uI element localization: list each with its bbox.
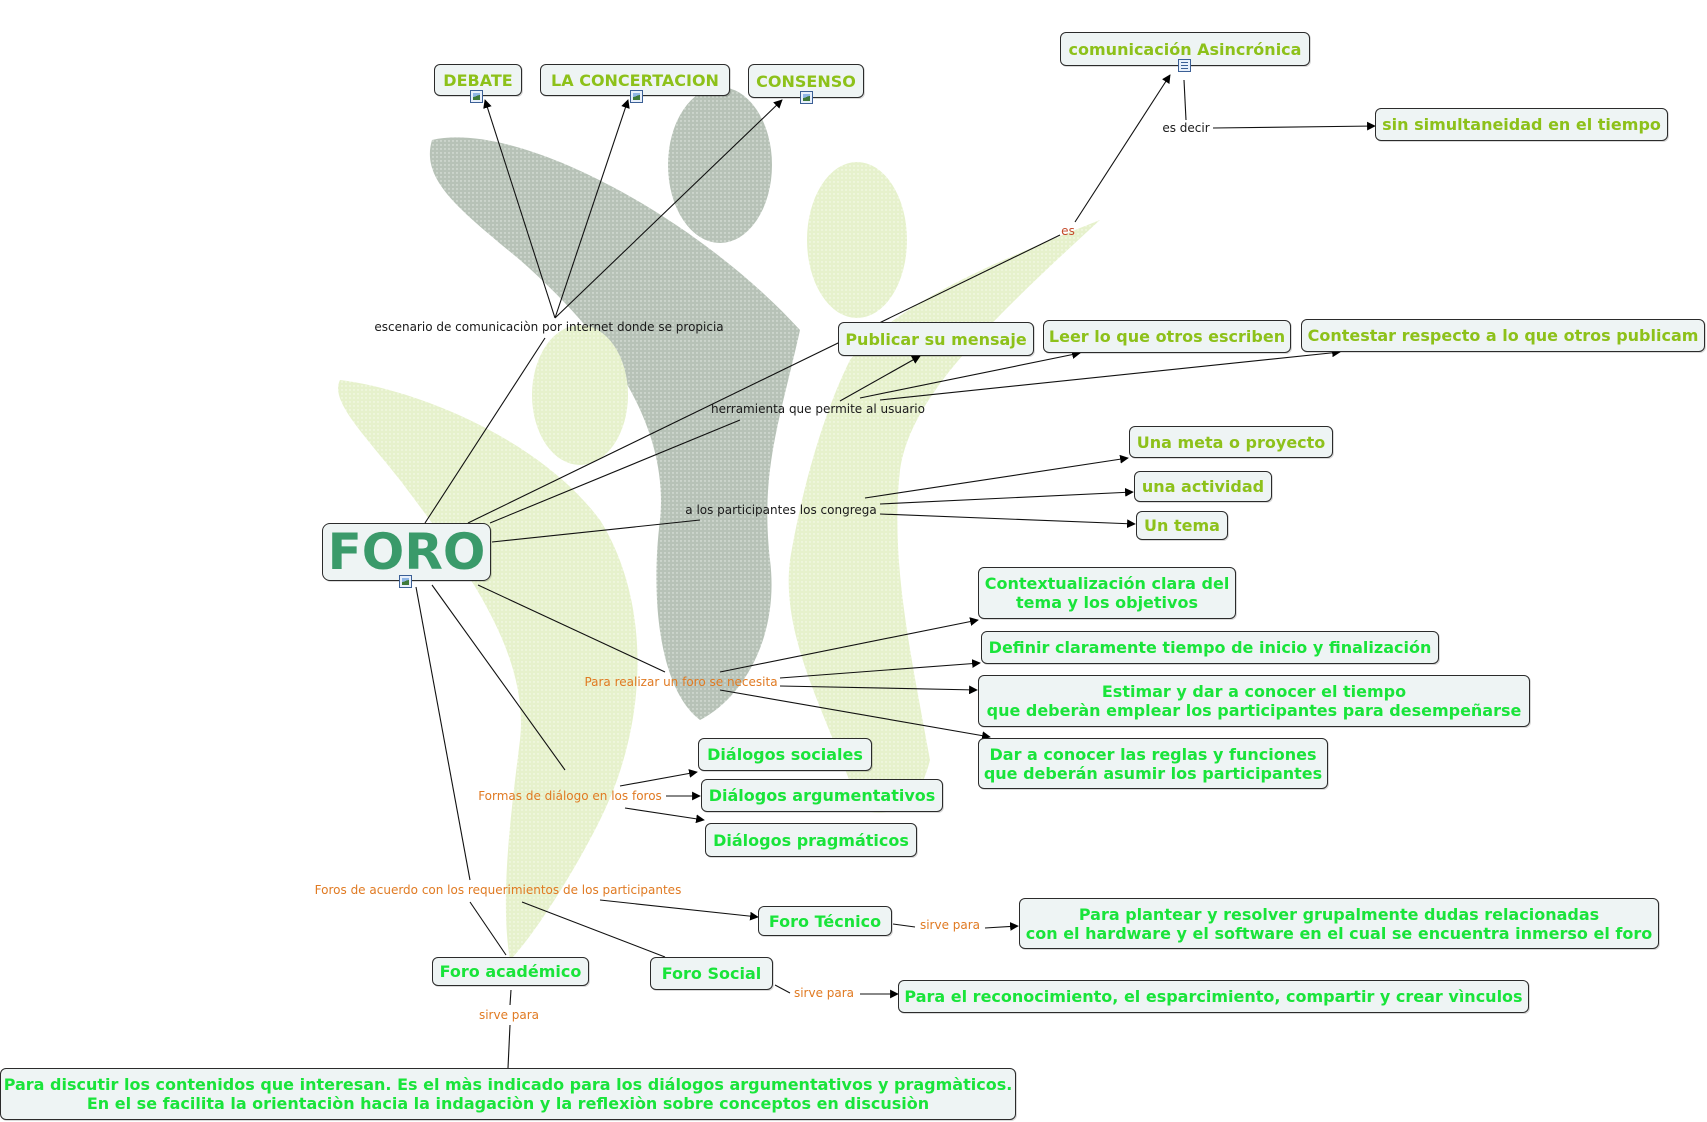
concept-dar-reglas[interactable]: Dar a conocer las reglas y funciones que… — [978, 738, 1328, 789]
link-es-asincronica — [1074, 74, 1171, 223]
image-icon[interactable] — [399, 575, 412, 588]
lime-figure-left-head — [532, 325, 628, 465]
concept-discutir-contenidos[interactable]: Para discutir los contenidos que interes… — [0, 1068, 1016, 1120]
concept-estimar-tiempo[interactable]: Estimar y dar a conocer el tiempo que de… — [978, 675, 1530, 727]
concept-leer-otros[interactable]: Leer lo que otros escriben — [1043, 320, 1291, 353]
link-pararealizar-definir — [779, 659, 981, 679]
lime-figure-right-head — [807, 162, 907, 318]
linking-phrase-sirve-tecnico: sirve para — [919, 918, 981, 932]
gray-figure-body — [429, 137, 800, 721]
concept-una-actividad[interactable]: una actividad — [1134, 471, 1272, 502]
concept-foro-tecnico[interactable]: Foro Técnico — [758, 906, 892, 936]
link-formas-sociales — [619, 769, 698, 787]
link-herramienta-publicar — [839, 355, 921, 402]
link-pararealizar-reglas — [719, 689, 991, 740]
link-pararealizar-estimar — [779, 685, 978, 695]
concept-dialogos-sociales[interactable]: Diálogos sociales — [698, 738, 872, 771]
linking-phrase-formas-dialogo: Formas de diálogo en los foros — [478, 789, 662, 803]
link-congrega-meta — [864, 454, 1129, 499]
link-asincronica-esdecir — [1183, 79, 1187, 121]
concept-foro-academico[interactable]: Foro académico — [432, 957, 589, 986]
link-foro-formas — [431, 584, 566, 771]
linking-phrase-sirve-academico: sirve para — [478, 1008, 540, 1022]
concept-dialogos-argumentativos[interactable]: Diálogos argumentativos — [701, 779, 943, 812]
linking-phrase-congrega: a los participantes los congrega — [685, 503, 877, 517]
concept-meta-proyecto[interactable]: Una meta o proyecto — [1129, 426, 1333, 458]
concept-contestar-otros[interactable]: Contestar respecto a lo que otros public… — [1301, 319, 1705, 352]
concept-contextualizacion[interactable]: Contextualización clara del tema y los o… — [978, 567, 1236, 619]
gray-figure-head — [668, 87, 772, 243]
link-congrega-tema — [879, 513, 1136, 529]
concept-definir-tiempo[interactable]: Definir claramente tiempo de inicio y fi… — [981, 631, 1439, 664]
link-foro-es — [467, 234, 1061, 524]
lime-figure-right-body — [788, 220, 1100, 813]
linking-phrase-foros-acuerdo: Foros de acuerdo con los requerimientos … — [314, 883, 682, 897]
linking-phrase-es-decir: es decir — [1162, 121, 1210, 135]
concept-reconocimiento[interactable]: Para el reconocimiento, el esparcimiento… — [898, 980, 1529, 1013]
link-escenario-debate — [483, 99, 556, 319]
link-academico-sirve — [509, 989, 512, 1006]
concept-foro-social[interactable]: Foro Social — [650, 957, 773, 990]
concept-un-tema[interactable]: Un tema — [1136, 511, 1228, 540]
linking-phrase-escenario: escenario de comunicaciòn por internet d… — [374, 320, 724, 334]
concept-sin-simultaneidad[interactable]: sin simultaneidad en el tiempo — [1375, 108, 1668, 141]
link-acuerdo-tecnico — [599, 899, 759, 921]
link-tecnico-sirve — [892, 923, 916, 928]
link-herramienta-contestar — [879, 348, 1341, 401]
linking-phrase-sirve-social: sirve para — [793, 986, 855, 1000]
link-foro-herramienta — [489, 419, 741, 524]
linking-phrase-herramienta: herramienta que permite al usuario — [711, 402, 925, 416]
link-congrega-actividad — [879, 487, 1134, 505]
link-formas-pragmaticos — [624, 807, 705, 824]
image-icon[interactable] — [630, 90, 643, 103]
concept-dialogos-pragmaticos[interactable]: Diálogos pragmáticos — [705, 823, 917, 857]
link-esdecir-simultaneidad — [1212, 121, 1376, 131]
link-acuerdo-academico — [469, 901, 507, 956]
concept-foro[interactable]: FORO — [322, 523, 491, 581]
linking-phrase-para-realizar: Para realizar un foro se necesita — [584, 675, 778, 689]
link-foro-congrega — [491, 519, 701, 543]
link-sirve-dudas — [984, 922, 1019, 931]
link-acuerdo-social — [521, 901, 666, 958]
concept-publicar-mensaje[interactable]: Publicar su mensaje — [838, 322, 1034, 356]
link-foro-escenario — [424, 337, 546, 524]
linking-phrase-es: es — [1061, 224, 1075, 238]
link-foro-pararealizar — [477, 584, 666, 673]
link-escenario-consenso — [554, 99, 783, 319]
image-icon[interactable] — [470, 90, 483, 103]
link-sirve-discutir — [507, 1024, 511, 1069]
link-pararealizar-contextualizacion — [719, 617, 979, 673]
concept-plantear-dudas[interactable]: Para plantear y resolver grupalmente dud… — [1019, 898, 1659, 949]
link-social-sirve — [774, 984, 791, 994]
link-foro-acuerdo — [415, 586, 471, 881]
image-icon[interactable] — [800, 91, 813, 104]
link-escenario-concertacion — [554, 99, 630, 319]
lime-figure-left-body — [338, 380, 638, 960]
document-icon[interactable] — [1178, 59, 1191, 72]
link-herramienta-leer — [859, 350, 1081, 399]
